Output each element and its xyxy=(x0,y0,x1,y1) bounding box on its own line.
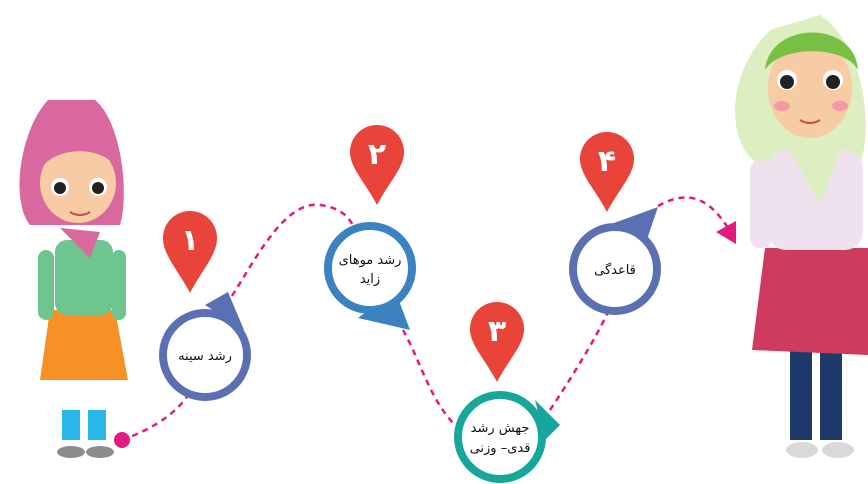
path-end-arrow xyxy=(716,221,736,244)
step-3-label-line-2: قدی– وزنی xyxy=(470,441,531,456)
step-3-number: ۳ xyxy=(488,314,506,349)
step-3-label-line-1: جهش رشد xyxy=(471,421,530,436)
step-node-2: رشد موهای زاید ۲ xyxy=(324,125,416,330)
step-2-number: ۲ xyxy=(368,137,386,172)
step-node-3: جهش رشد قدی– وزنی ۳ xyxy=(454,302,560,483)
step-node-4: قاعدگی ۴ xyxy=(569,132,661,315)
step-2-label-line-1: رشد موهای xyxy=(339,253,402,268)
girl-left-illustration xyxy=(19,100,128,458)
step-1-number: ۱ xyxy=(181,223,199,258)
step-node-1: رشد سینه ۱ xyxy=(159,211,251,401)
girl-right-illustration xyxy=(735,15,868,458)
path-start-dot xyxy=(114,432,130,448)
step-1-label: رشد سینه xyxy=(178,349,232,364)
step-4-number: ۴ xyxy=(598,144,616,179)
step-4-label: قاعدگی xyxy=(594,262,636,278)
step-2-label-line-2: زاید xyxy=(360,272,380,287)
